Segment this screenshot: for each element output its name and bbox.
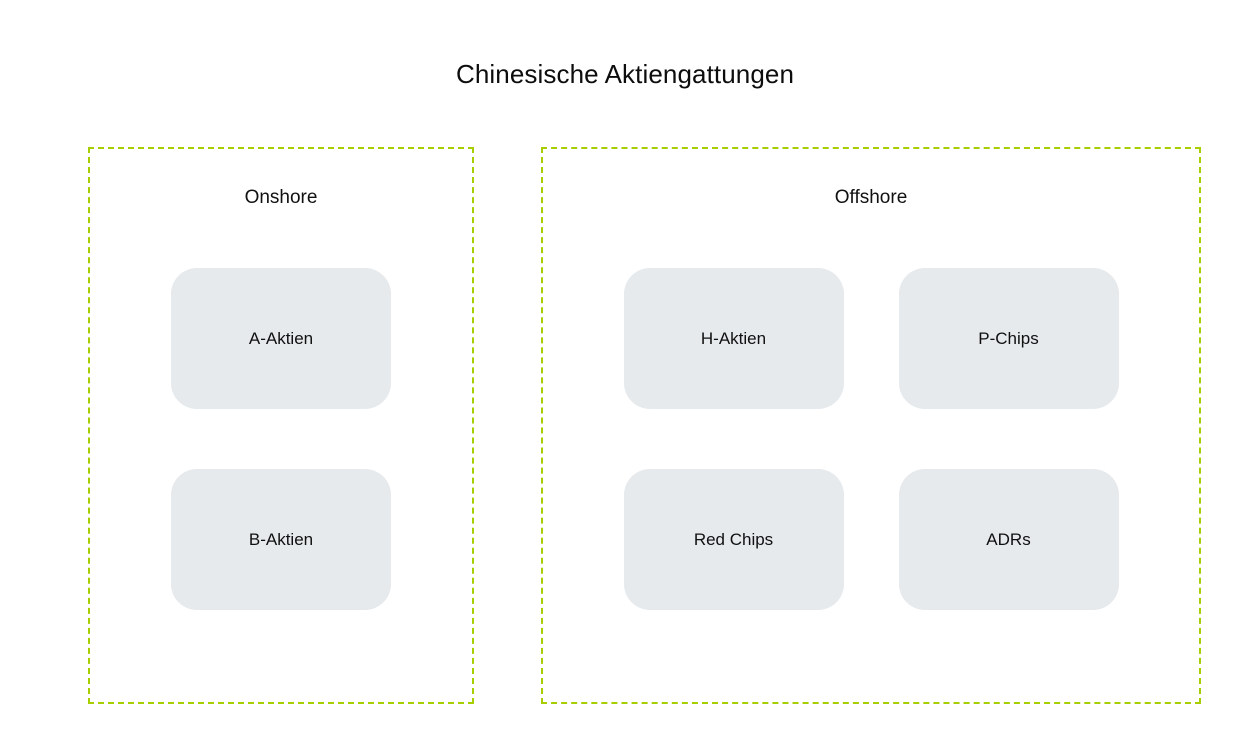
group-onshore-label: Onshore (244, 187, 318, 208)
group-onshore-nodes: A-Aktien B-Aktien (90, 268, 472, 610)
group-offshore-label: Offshore (834, 187, 908, 208)
node-red-chips[interactable]: Red Chips (623, 469, 844, 610)
node-a-aktien-label: A-Aktien (248, 328, 314, 348)
node-p-chips[interactable]: P-Chips (898, 268, 1119, 409)
node-b-aktien-label: B-Aktien (248, 529, 314, 549)
group-onshore: Onshore A-Aktien B-Aktien (88, 147, 474, 704)
group-offshore-nodes: H-Aktien P-Chips Red Chips ADRs (543, 268, 1199, 610)
node-h-aktien-label: H-Aktien (700, 328, 767, 348)
node-a-aktien[interactable]: A-Aktien (171, 268, 391, 409)
node-p-chips-label: P-Chips (978, 328, 1039, 348)
group-offshore: Offshore H-Aktien P-Chips Red Chips ADRs (541, 147, 1201, 704)
page-title: Chinesische Aktiengattungen (455, 59, 795, 89)
node-adrs-label: ADRs (986, 529, 1031, 549)
node-adrs[interactable]: ADRs (898, 469, 1119, 610)
node-red-chips-label: Red Chips (693, 529, 774, 549)
node-h-aktien[interactable]: H-Aktien (623, 268, 844, 409)
node-b-aktien[interactable]: B-Aktien (171, 469, 391, 610)
